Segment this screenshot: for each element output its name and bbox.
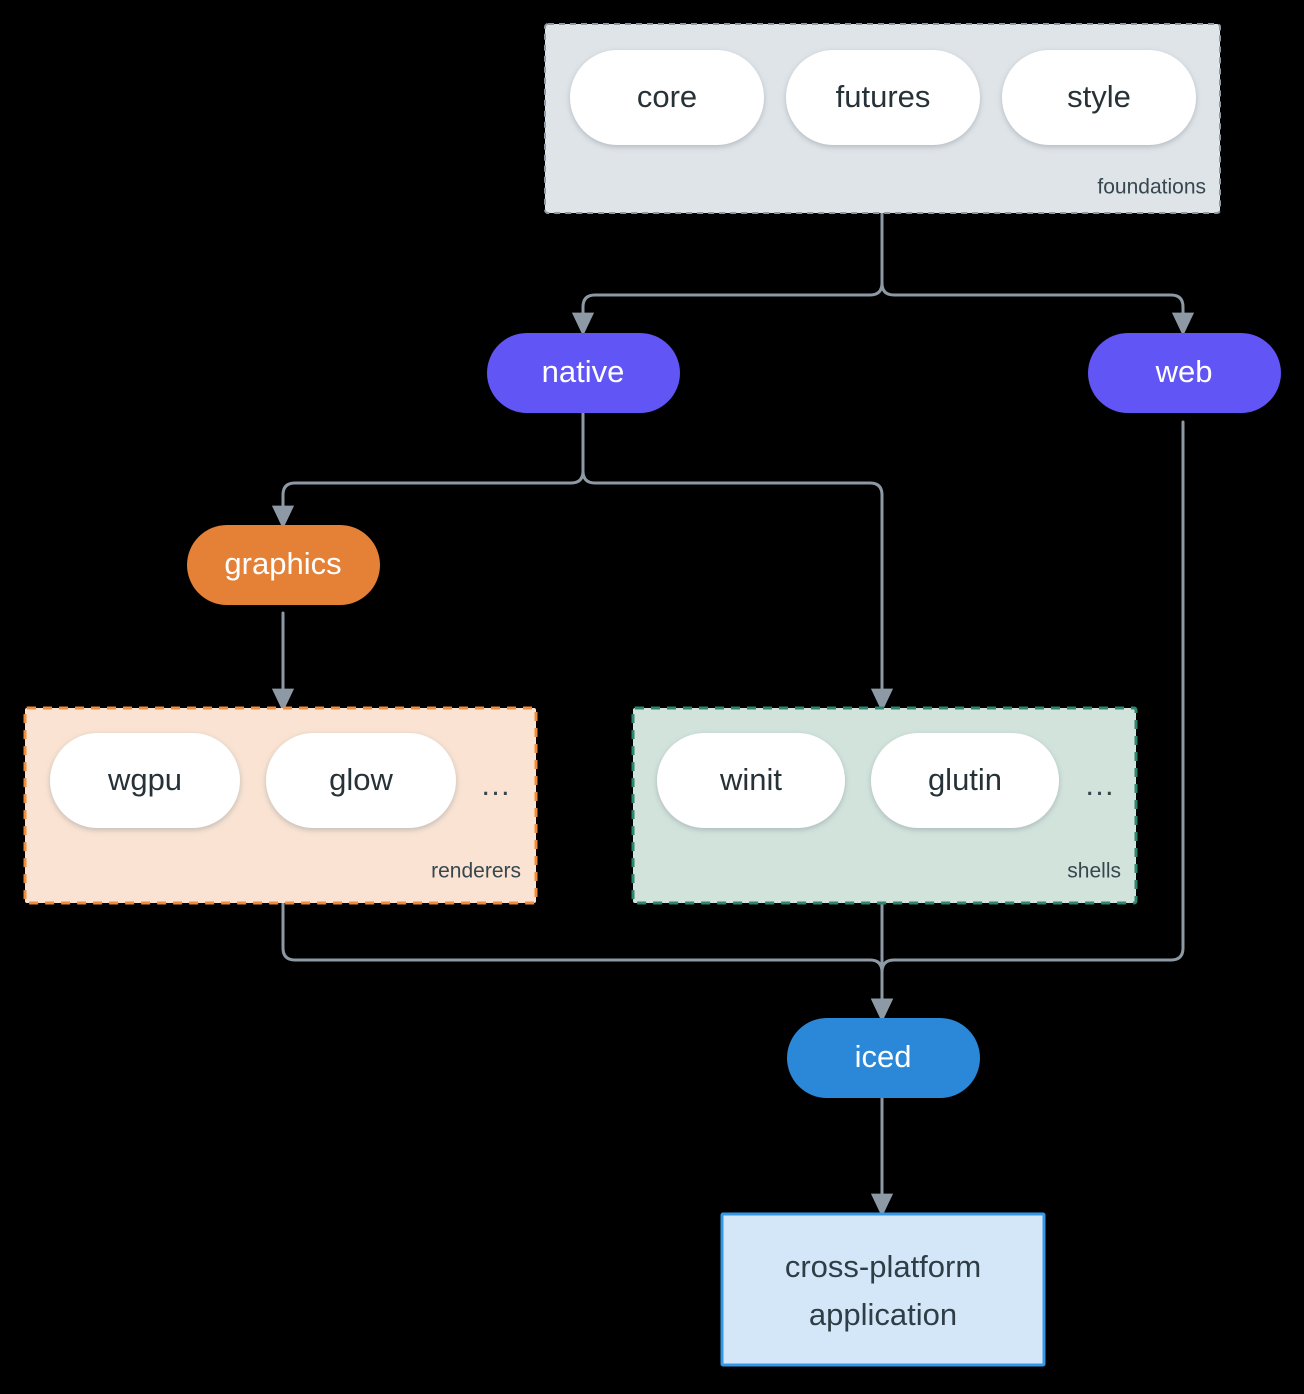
node-web-pill [1088,333,1281,413]
group-renderers[interactable]: wgpu glow … renderers [23,706,538,905]
leaf-glutin[interactable]: glutin [871,733,1059,828]
node-graphics-pill [187,525,380,605]
leaf-core-label: core [637,79,697,114]
leaf-glutin-pill [871,733,1059,828]
node-iced-pill [787,1018,980,1098]
leaf-wgpu-label: wgpu [107,762,182,797]
leaf-glow[interactable]: glow [266,733,456,828]
group-shells-label: shells [1067,860,1121,883]
node-iced[interactable]: iced [787,1018,980,1098]
output-application-box[interactable]: cross-platform application [720,1212,1046,1367]
group-shells[interactable]: winit glutin … shells [631,706,1138,905]
leaf-wgpu[interactable]: wgpu [50,733,240,828]
leaf-style[interactable]: style [1002,50,1196,145]
node-native[interactable]: native [487,333,680,413]
leaf-core-pill [570,50,764,145]
leaf-winit-label: winit [719,762,782,797]
leaf-glow-pill [266,733,456,828]
edge-foundations-to-native [571,211,884,337]
output-application-line2: application [809,1297,957,1332]
node-iced-label: iced [855,1039,912,1074]
node-graphics[interactable]: graphics [187,525,380,605]
leaf-core[interactable]: core [570,50,764,145]
leaf-glow-label: glow [329,762,393,797]
leaf-style-label: style [1067,79,1131,114]
edge-foundations-to-web [880,211,1195,337]
leaf-futures-label: futures [836,79,931,114]
edge-native-to-graphics [271,411,585,530]
leaf-winit-pill [657,733,845,828]
edge-native-to-shells [581,411,894,713]
node-native-pill [487,333,680,413]
node-native-label: native [542,354,625,389]
output-application-frame [720,1212,1046,1367]
edge-web-to-iced [870,420,1185,1023]
group-foundations[interactable]: core futures style foundations [544,23,1221,214]
node-web[interactable]: web [1088,333,1281,413]
edge-renderers-to-iced [281,901,894,1023]
leaf-wgpu-pill [50,733,240,828]
group-renderers-label: renderers [431,860,521,883]
leaf-winit[interactable]: winit [657,733,845,828]
leaf-futures[interactable]: futures [786,50,980,145]
group-foundations-label: foundations [1097,176,1206,199]
node-graphics-label: graphics [224,546,341,581]
edges-layer [271,211,1195,1218]
leaf-style-pill [1002,50,1196,145]
leaf-glutin-label: glutin [928,762,1002,797]
leaf-renderers-ellipsis: … [480,767,512,802]
output-application-line1: cross-platform [785,1249,981,1284]
leaf-futures-pill [786,50,980,145]
node-web-label: web [1155,354,1213,389]
leaf-shells-ellipsis: … [1084,767,1116,802]
